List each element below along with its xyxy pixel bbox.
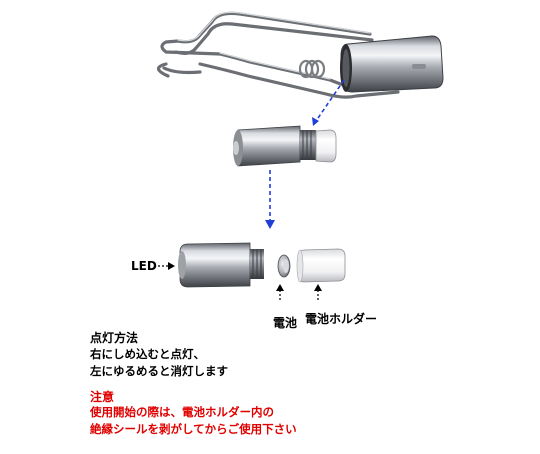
caution-heading: 注意 [90,390,115,404]
battery-holder [296,248,346,283]
spring [298,59,326,79]
led-unit [178,242,264,288]
instructions-heading: 点灯方法 [90,331,139,345]
wire-clip [156,11,402,99]
caution-line-1: 使用開始の際は、電池ホルダー内の [90,405,274,419]
instructions-line-2: 左にゆるめると消灯します [90,364,228,378]
caution-line-2: 絶縁シールを剥がしてからご使用下さい [90,422,297,436]
battery [277,254,291,278]
assembled-module [233,125,337,167]
pointer-arrows [158,262,322,300]
assembly-arrows [265,79,345,229]
battery-holder-label: 電池ホルダー [305,312,378,326]
clip-tube [340,35,444,93]
led-label: LED [131,259,157,273]
instructions-line-1: 右にしめ込むと点灯、 [90,347,205,361]
battery-label: 電池 [273,316,298,330]
